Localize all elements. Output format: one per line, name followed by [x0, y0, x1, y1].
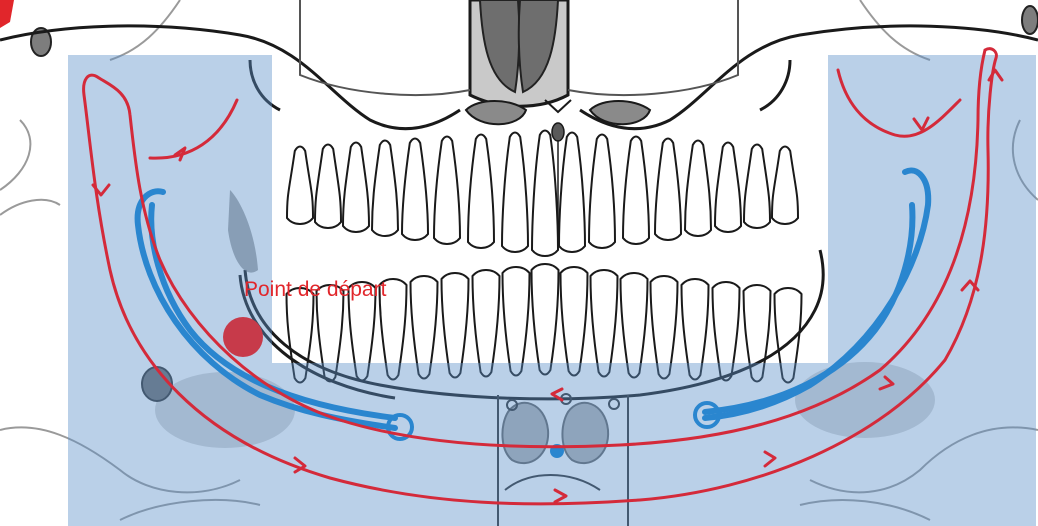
upper-tooth: [772, 147, 798, 225]
lower-tooth: [621, 273, 648, 378]
upper-tooth: [315, 145, 341, 229]
start-point-label: Point de départ: [244, 278, 387, 301]
corner-red-mark: [0, 0, 14, 28]
upper-tooth: [685, 141, 711, 237]
upper-tooth: [623, 137, 649, 245]
upper-tooth: [402, 139, 428, 241]
start-point-marker: [223, 317, 263, 357]
nasal-cavity: [300, 0, 738, 106]
lower-tooth: [473, 270, 500, 377]
upper-tooth: [502, 133, 528, 253]
condyle-mark-right: [1022, 6, 1038, 34]
upper-tooth: [287, 147, 313, 225]
upper-tooth: [372, 141, 398, 237]
lower-tooth: [503, 267, 530, 376]
upper-tooth: [532, 131, 558, 257]
upper-tooth: [559, 133, 585, 253]
upper-tooth: [468, 135, 494, 249]
upper-tooth: [343, 143, 369, 233]
lower-tooth: [561, 267, 588, 376]
lower-tooth: [591, 270, 618, 377]
lower-tooth: [532, 264, 559, 375]
upper-tooth: [434, 137, 460, 245]
lower-tooth: [442, 273, 469, 378]
upper-tooth: [655, 139, 681, 241]
upper-tooth: [589, 135, 615, 249]
upper-tooth: [744, 145, 770, 229]
upper-teeth: [287, 131, 798, 257]
upper-tooth: [715, 143, 741, 233]
